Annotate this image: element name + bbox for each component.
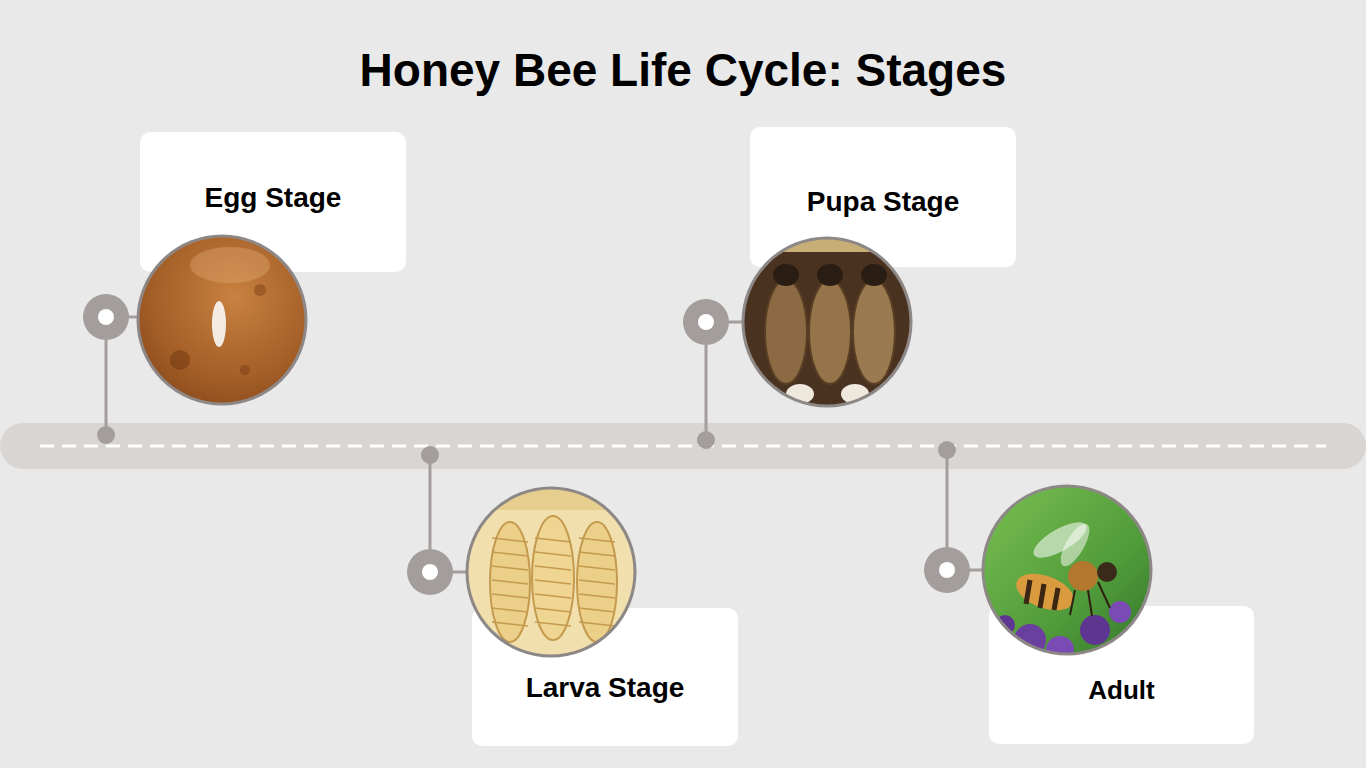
larva-photo-part <box>460 480 650 670</box>
adult-bee-photo <box>975 480 1165 670</box>
stage-label: Egg Stage <box>140 132 406 214</box>
adult-bee-photo-part <box>1046 636 1074 664</box>
timeline-bar <box>0 423 1366 469</box>
larva-segment <box>579 552 615 556</box>
stage-card: Larva Stage <box>472 608 738 746</box>
timeline-pin-part <box>938 441 956 459</box>
larva-segment <box>492 594 528 598</box>
larva-segment <box>492 566 528 570</box>
photo-frame-part <box>467 488 635 656</box>
egg-photo-part <box>170 350 190 370</box>
photo-frame-part <box>983 486 1151 654</box>
egg-photo-part <box>212 301 226 347</box>
timeline-pin-part <box>407 549 453 595</box>
timeline-bar-part <box>40 445 1326 448</box>
larva-photo-part <box>490 516 617 642</box>
larva-segment <box>535 622 571 626</box>
pupa-photo-part <box>817 264 843 286</box>
pupa-photo <box>735 230 925 420</box>
larva-segment <box>579 608 615 612</box>
timeline-pin-part <box>97 426 115 444</box>
pupa-photo-part <box>765 280 807 384</box>
adult-bee-photo-part <box>1026 580 1058 610</box>
pupa-photo-part <box>735 230 925 420</box>
egg-photo <box>130 230 320 420</box>
photo-frame <box>138 236 1151 656</box>
larva-segment <box>492 580 528 584</box>
larva-photo-part-part <box>490 522 530 642</box>
larva-photo <box>460 480 650 670</box>
timeline-pin-part <box>697 431 715 449</box>
adult-bee-photo-part <box>1070 582 1110 616</box>
egg-photo-part <box>240 365 250 375</box>
egg-photo-part <box>130 230 320 420</box>
stage-label: Pupa Stage <box>750 127 1016 218</box>
stage-label: Adult <box>989 606 1254 706</box>
timeline-pin-part <box>421 446 439 464</box>
stage-card: Adult <box>989 606 1254 744</box>
timeline-pin-part <box>705 345 708 440</box>
larva-segment <box>579 622 615 626</box>
photo-frame-part <box>743 238 911 406</box>
larva-segment <box>579 580 615 584</box>
timeline-pin-part <box>939 562 955 578</box>
timeline-bar-part <box>0 423 1366 469</box>
larva-segment <box>579 594 615 598</box>
stage-label: Larva Stage <box>472 608 738 704</box>
egg-photo-part <box>190 247 270 283</box>
larva-segment <box>535 566 571 570</box>
larva-segment <box>579 538 615 542</box>
pupa-photo-part <box>773 264 799 286</box>
egg-photo-part <box>254 284 266 296</box>
larva-photo-part <box>460 480 650 510</box>
timeline-pin-part <box>683 299 729 345</box>
pupa-photo-part <box>809 280 851 384</box>
larva-segment <box>492 608 528 612</box>
larva-segment <box>492 552 528 556</box>
adult-bee-photo-part <box>1068 561 1098 591</box>
timeline-pin-part <box>422 564 438 580</box>
diagram-title: Honey Bee Life Cycle: Stages <box>0 0 1366 98</box>
larva-segment <box>492 538 528 542</box>
adult-bee-photo-part <box>975 480 1165 670</box>
larva-photo-part-part <box>532 516 574 640</box>
adult-bee-photo-part <box>1097 562 1117 582</box>
adult-bee-photo-part <box>1109 601 1131 623</box>
timeline-pin-part <box>698 314 714 330</box>
larva-segment <box>579 566 615 570</box>
timeline-pin-part <box>946 450 949 547</box>
adult-bee-photo-part <box>1080 615 1110 645</box>
timeline-pin-part <box>429 455 432 549</box>
larva-segment <box>535 594 571 598</box>
larva-segment <box>535 538 571 542</box>
timeline-pin-part <box>105 340 108 435</box>
larva-segment <box>492 622 528 626</box>
larva-segment <box>535 580 571 584</box>
larva-photo-part-part <box>577 522 617 642</box>
timeline-pin-part <box>98 309 114 325</box>
timeline-pin-part <box>924 547 970 593</box>
pupa-photo-part <box>861 264 887 286</box>
pupa-photo-part <box>853 280 895 384</box>
photo-frame-part <box>138 236 306 404</box>
larva-segment <box>535 552 571 556</box>
timeline-pin-part <box>83 294 129 340</box>
larva-segment <box>535 608 571 612</box>
